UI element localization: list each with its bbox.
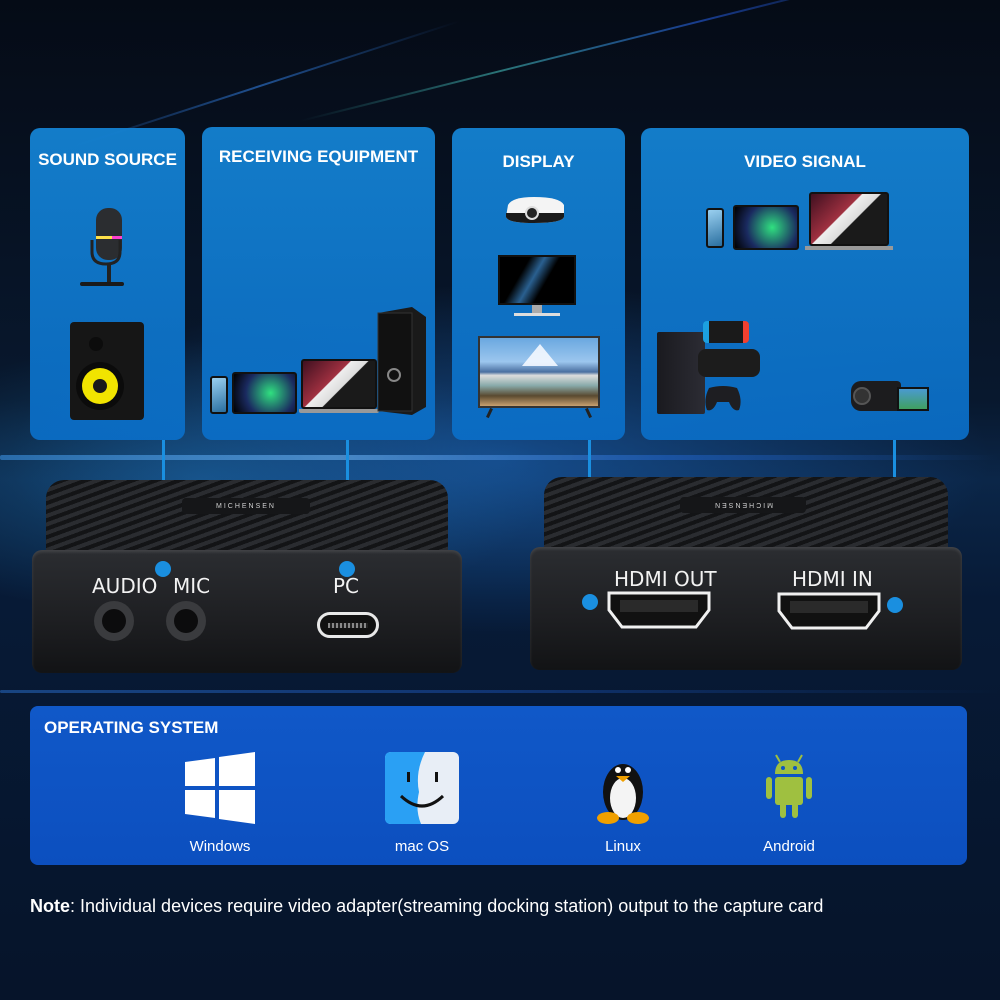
desktop-pc-icon — [376, 307, 428, 415]
usb-c-port[interactable] — [317, 612, 379, 638]
os-item-linux: Linux — [563, 752, 683, 855]
phone-icon — [706, 208, 724, 248]
handheld-console-icon — [703, 321, 749, 343]
tablet-icon — [733, 205, 799, 250]
tablet-icon — [232, 372, 297, 414]
windows-icon — [183, 752, 257, 824]
os-label: mac OS — [394, 838, 450, 855]
connector-dot — [155, 561, 171, 577]
panel-title: SOUND SOURCE — [38, 150, 177, 169]
light-streak — [0, 690, 1000, 693]
game-console-icon — [657, 332, 705, 414]
hdmi-out-port[interactable] — [606, 590, 712, 629]
macos-finder-icon — [385, 752, 459, 824]
panel-title: RECEIVING EQUIPMENT — [218, 147, 419, 166]
laptop-icon — [805, 192, 893, 252]
light-streak — [0, 455, 1000, 460]
audio-jack[interactable] — [94, 601, 134, 641]
capture-card-front-hdmi: MICHENSEN HDMI OUT HDMI IN — [530, 477, 962, 670]
os-label: Windows — [189, 838, 251, 855]
os-item-macos: mac OS — [362, 752, 482, 855]
camcorder-icon — [851, 375, 929, 415]
capture-card-front-audio: MICHENSEN AUDIO MIC PC — [32, 480, 462, 673]
video-signal-panel: VIDEO SIGNAL — [641, 128, 969, 440]
mic-port-label: MIC — [173, 574, 211, 598]
monitor-icon — [498, 255, 576, 319]
operating-system-panel: OPERATING SYSTEM Windows mac OS — [30, 706, 967, 865]
footnote: Note: Individual devices require video a… — [30, 896, 823, 917]
heatsink-top — [544, 477, 948, 557]
note-text: : Individual devices require video adapt… — [70, 896, 824, 916]
sound-source-panel: SOUND SOURCE — [30, 128, 185, 440]
handheld-console-icon — [698, 349, 760, 377]
panel-title: VIDEO SIGNAL — [744, 152, 866, 171]
receiving-equipment-panel: RECEIVING EQUIPMENT — [202, 127, 435, 440]
brand-badge: MICHENSEN — [680, 497, 806, 513]
display-panel: DISPLAY — [452, 128, 625, 440]
phone-icon — [210, 376, 228, 414]
mic-jack[interactable] — [166, 601, 206, 641]
brand-badge: MICHENSEN — [182, 498, 310, 514]
panel-title: DISPLAY — [502, 152, 575, 171]
os-item-android: Android — [729, 752, 849, 855]
tv-icon — [478, 336, 600, 422]
os-label: Linux — [605, 838, 641, 855]
microphone-icon — [80, 206, 132, 296]
projector-icon — [504, 195, 566, 225]
speaker-icon — [68, 320, 148, 422]
connector-dot — [339, 561, 355, 577]
connector-dot — [582, 594, 598, 610]
hdmi-in-port[interactable] — [776, 591, 882, 630]
os-label: Android — [763, 838, 815, 855]
heatsink-top — [46, 480, 448, 560]
pc-port-label: PC — [333, 574, 360, 598]
os-panel-title: OPERATING SYSTEM — [44, 718, 219, 737]
audio-port-label: AUDIO — [92, 574, 158, 598]
os-item-windows: Windows — [160, 752, 280, 855]
android-icon — [752, 752, 826, 824]
hdmi-in-port-label: HDMI IN — [792, 567, 873, 591]
note-prefix: Note — [30, 896, 70, 916]
gamepad-icon — [703, 384, 743, 412]
laptop-icon — [299, 359, 379, 415]
linux-tux-icon — [586, 752, 660, 824]
connector-dot — [887, 597, 903, 613]
hdmi-out-port-label: HDMI OUT — [614, 567, 717, 591]
